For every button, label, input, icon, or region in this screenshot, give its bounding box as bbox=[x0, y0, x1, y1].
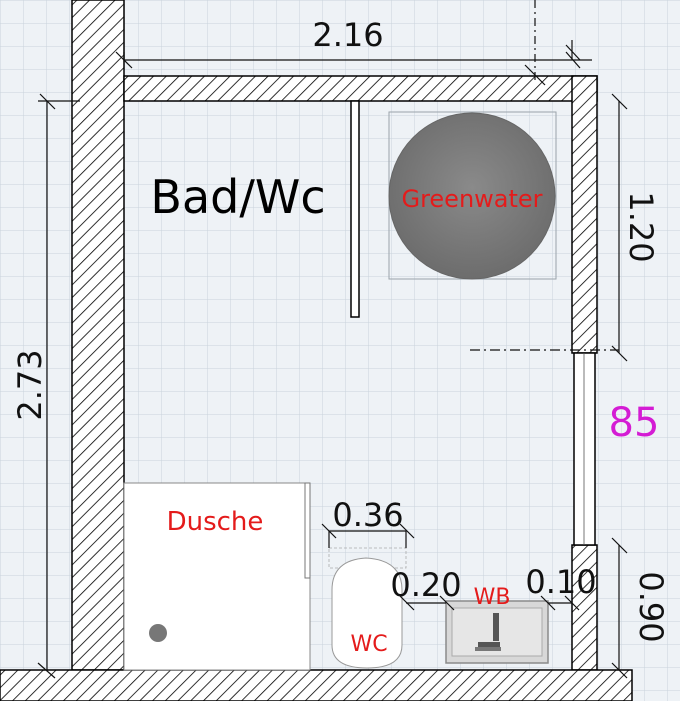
dim-right-upper: 1.20 bbox=[622, 191, 660, 262]
shower-label: Dusche bbox=[167, 507, 264, 537]
toilet bbox=[328, 547, 407, 669]
dim-top-width: 2.16 bbox=[312, 16, 383, 54]
window-width-label: 85 bbox=[609, 400, 660, 446]
walls bbox=[0, 0, 633, 701]
dimension-lines bbox=[37, 0, 628, 679]
top-wall bbox=[123, 75, 598, 102]
window bbox=[573, 352, 596, 546]
greenwater-tank bbox=[388, 111, 557, 280]
dim-sink-wall-gap: 0.10 bbox=[525, 563, 596, 601]
shower bbox=[123, 482, 311, 671]
partition-wall bbox=[350, 100, 360, 318]
tank-label: Greenwater bbox=[401, 185, 542, 213]
left-wall bbox=[71, 0, 125, 671]
dim-right-lower: 0.90 bbox=[632, 571, 670, 642]
faucet-icon bbox=[475, 613, 501, 651]
right-wall-upper bbox=[571, 75, 598, 354]
room-name-label: Bad/Wc bbox=[150, 170, 325, 224]
dim-wc-sink-gap: 0.20 bbox=[390, 566, 461, 604]
sink-label: WB bbox=[474, 585, 511, 610]
bottom-wall bbox=[0, 669, 633, 701]
sink bbox=[445, 600, 549, 664]
shower-drain-icon bbox=[149, 624, 167, 642]
dim-wc-width: 0.36 bbox=[332, 496, 403, 534]
toilet-label: WC bbox=[350, 632, 387, 657]
dim-left-height: 2.73 bbox=[11, 349, 49, 420]
